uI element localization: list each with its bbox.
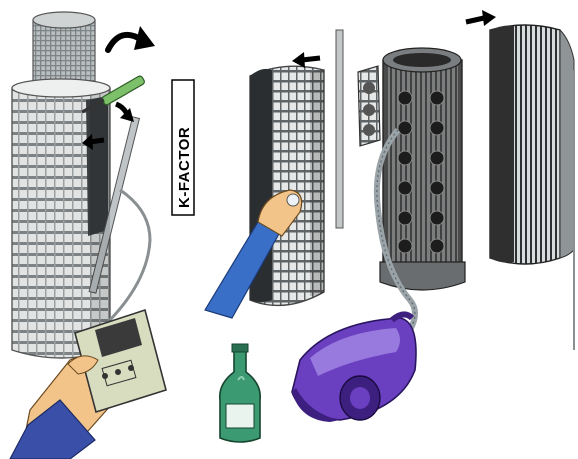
arrow-icon [116,104,134,122]
side-panel-piece [358,66,380,146]
outer-sleeve [490,25,574,264]
rotate-arrow-icon [108,26,155,50]
k-factor-label: K-FACTOR [172,80,194,215]
core-cylinder [380,48,465,290]
bottle-icon [220,344,260,442]
arrow-icon [466,10,496,26]
rod [336,30,343,228]
k-factor-text: K-FACTOR [176,127,193,208]
vacuum-icon [292,314,416,422]
half-shell-coil [250,66,324,305]
